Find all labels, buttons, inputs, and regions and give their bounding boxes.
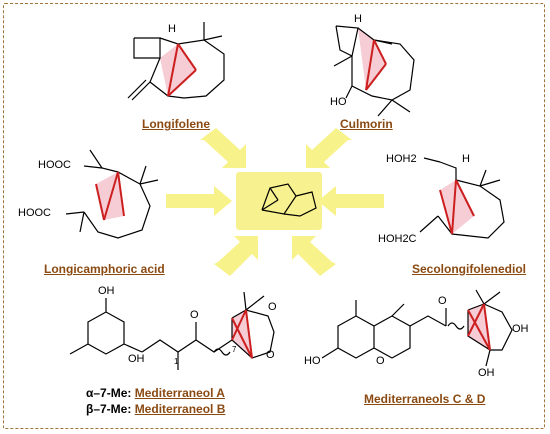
culmorin-structure: [333, 25, 415, 117]
arrow-from-secolongifolenediol: [318, 186, 384, 216]
label-mediterraneols-cd: Mediterraneols C & D: [364, 392, 486, 406]
secolongifolenediol-structure: [419, 157, 505, 239]
center-skeleton: [261, 183, 317, 217]
label-longifolene: Longifolene: [142, 117, 210, 131]
culmorin-h-label: H: [354, 13, 362, 25]
mediterraneol-ab-o3-label: O: [266, 349, 275, 361]
longicamphoric-hooc-top-label: HOOC: [38, 159, 71, 171]
arrow-from-mediterraneol-cd: [292, 236, 336, 276]
label-mediterraneol-a: Mediterraneol A: [134, 386, 225, 400]
mediterraneol-ab-structure: [69, 291, 275, 370]
mediterraneol-b-line: β–7-Me: Mediterraneol B: [86, 402, 225, 416]
mediterraneol-cd-oh-bottom-label: OH: [478, 367, 495, 379]
dashed-frame: [3, 3, 545, 429]
mediterraneol-ab-o2-label: O: [268, 301, 277, 313]
mediterraneol-ab-one-label: 1: [174, 357, 179, 366]
label-longicamphoric-acid: Longicamphoric acid: [44, 262, 165, 276]
label-secolongifolenediol: Secolongifolenediol: [412, 262, 527, 276]
longicamphoric-structure: [65, 149, 159, 239]
mediterraneol-ab-oh-top-label: OH: [98, 285, 115, 297]
mediterraneol-ab-o1-label: O: [190, 309, 199, 321]
longifolene-h-label: H: [168, 23, 176, 35]
secolongifolenediol-h-label: H: [462, 153, 470, 165]
mediterraneol-a-prefix: α–7-Me:: [86, 386, 132, 400]
secolongifolenediol-hoh2-label: HOH2: [386, 153, 417, 165]
mediterraneol-cd-oh-right-label: OH: [512, 323, 529, 335]
arrow-from-longifolene: [200, 128, 246, 168]
label-mediterraneol-b: Mediterraneol B: [134, 402, 226, 416]
mediterraneol-b-prefix: β–7-Me:: [86, 402, 132, 416]
longicamphoric-hooc-bottom-label: HOOC: [18, 207, 51, 219]
secolongifolenediol-hoh2c-label: HOH2C: [378, 233, 417, 245]
longifolene-structure: [127, 22, 225, 101]
mediterraneol-cd-structure: [321, 289, 513, 367]
center-highlight: [236, 172, 322, 230]
mediterraneol-ab-seven-label: 7: [232, 345, 237, 354]
arrow-from-longicamphoric: [166, 186, 232, 216]
label-culmorin: Culmorin: [340, 117, 393, 131]
mediterraneol-cd-o-keto-label: O: [438, 295, 447, 307]
mediterraneol-ab-oh-bottom-label: OH: [128, 353, 145, 365]
arrow-from-mediterraneol-ab: [214, 236, 258, 276]
culmorin-ho-label: HO: [330, 96, 347, 108]
mediterraneol-cd-ho-label: HO: [304, 355, 321, 367]
arrow-from-culmorin: [306, 128, 352, 168]
mediterraneol-cd-o-ring-label: O: [376, 355, 385, 367]
arrows: [166, 128, 384, 276]
mediterraneol-a-line: α–7-Me: Mediterraneol A: [86, 386, 225, 400]
